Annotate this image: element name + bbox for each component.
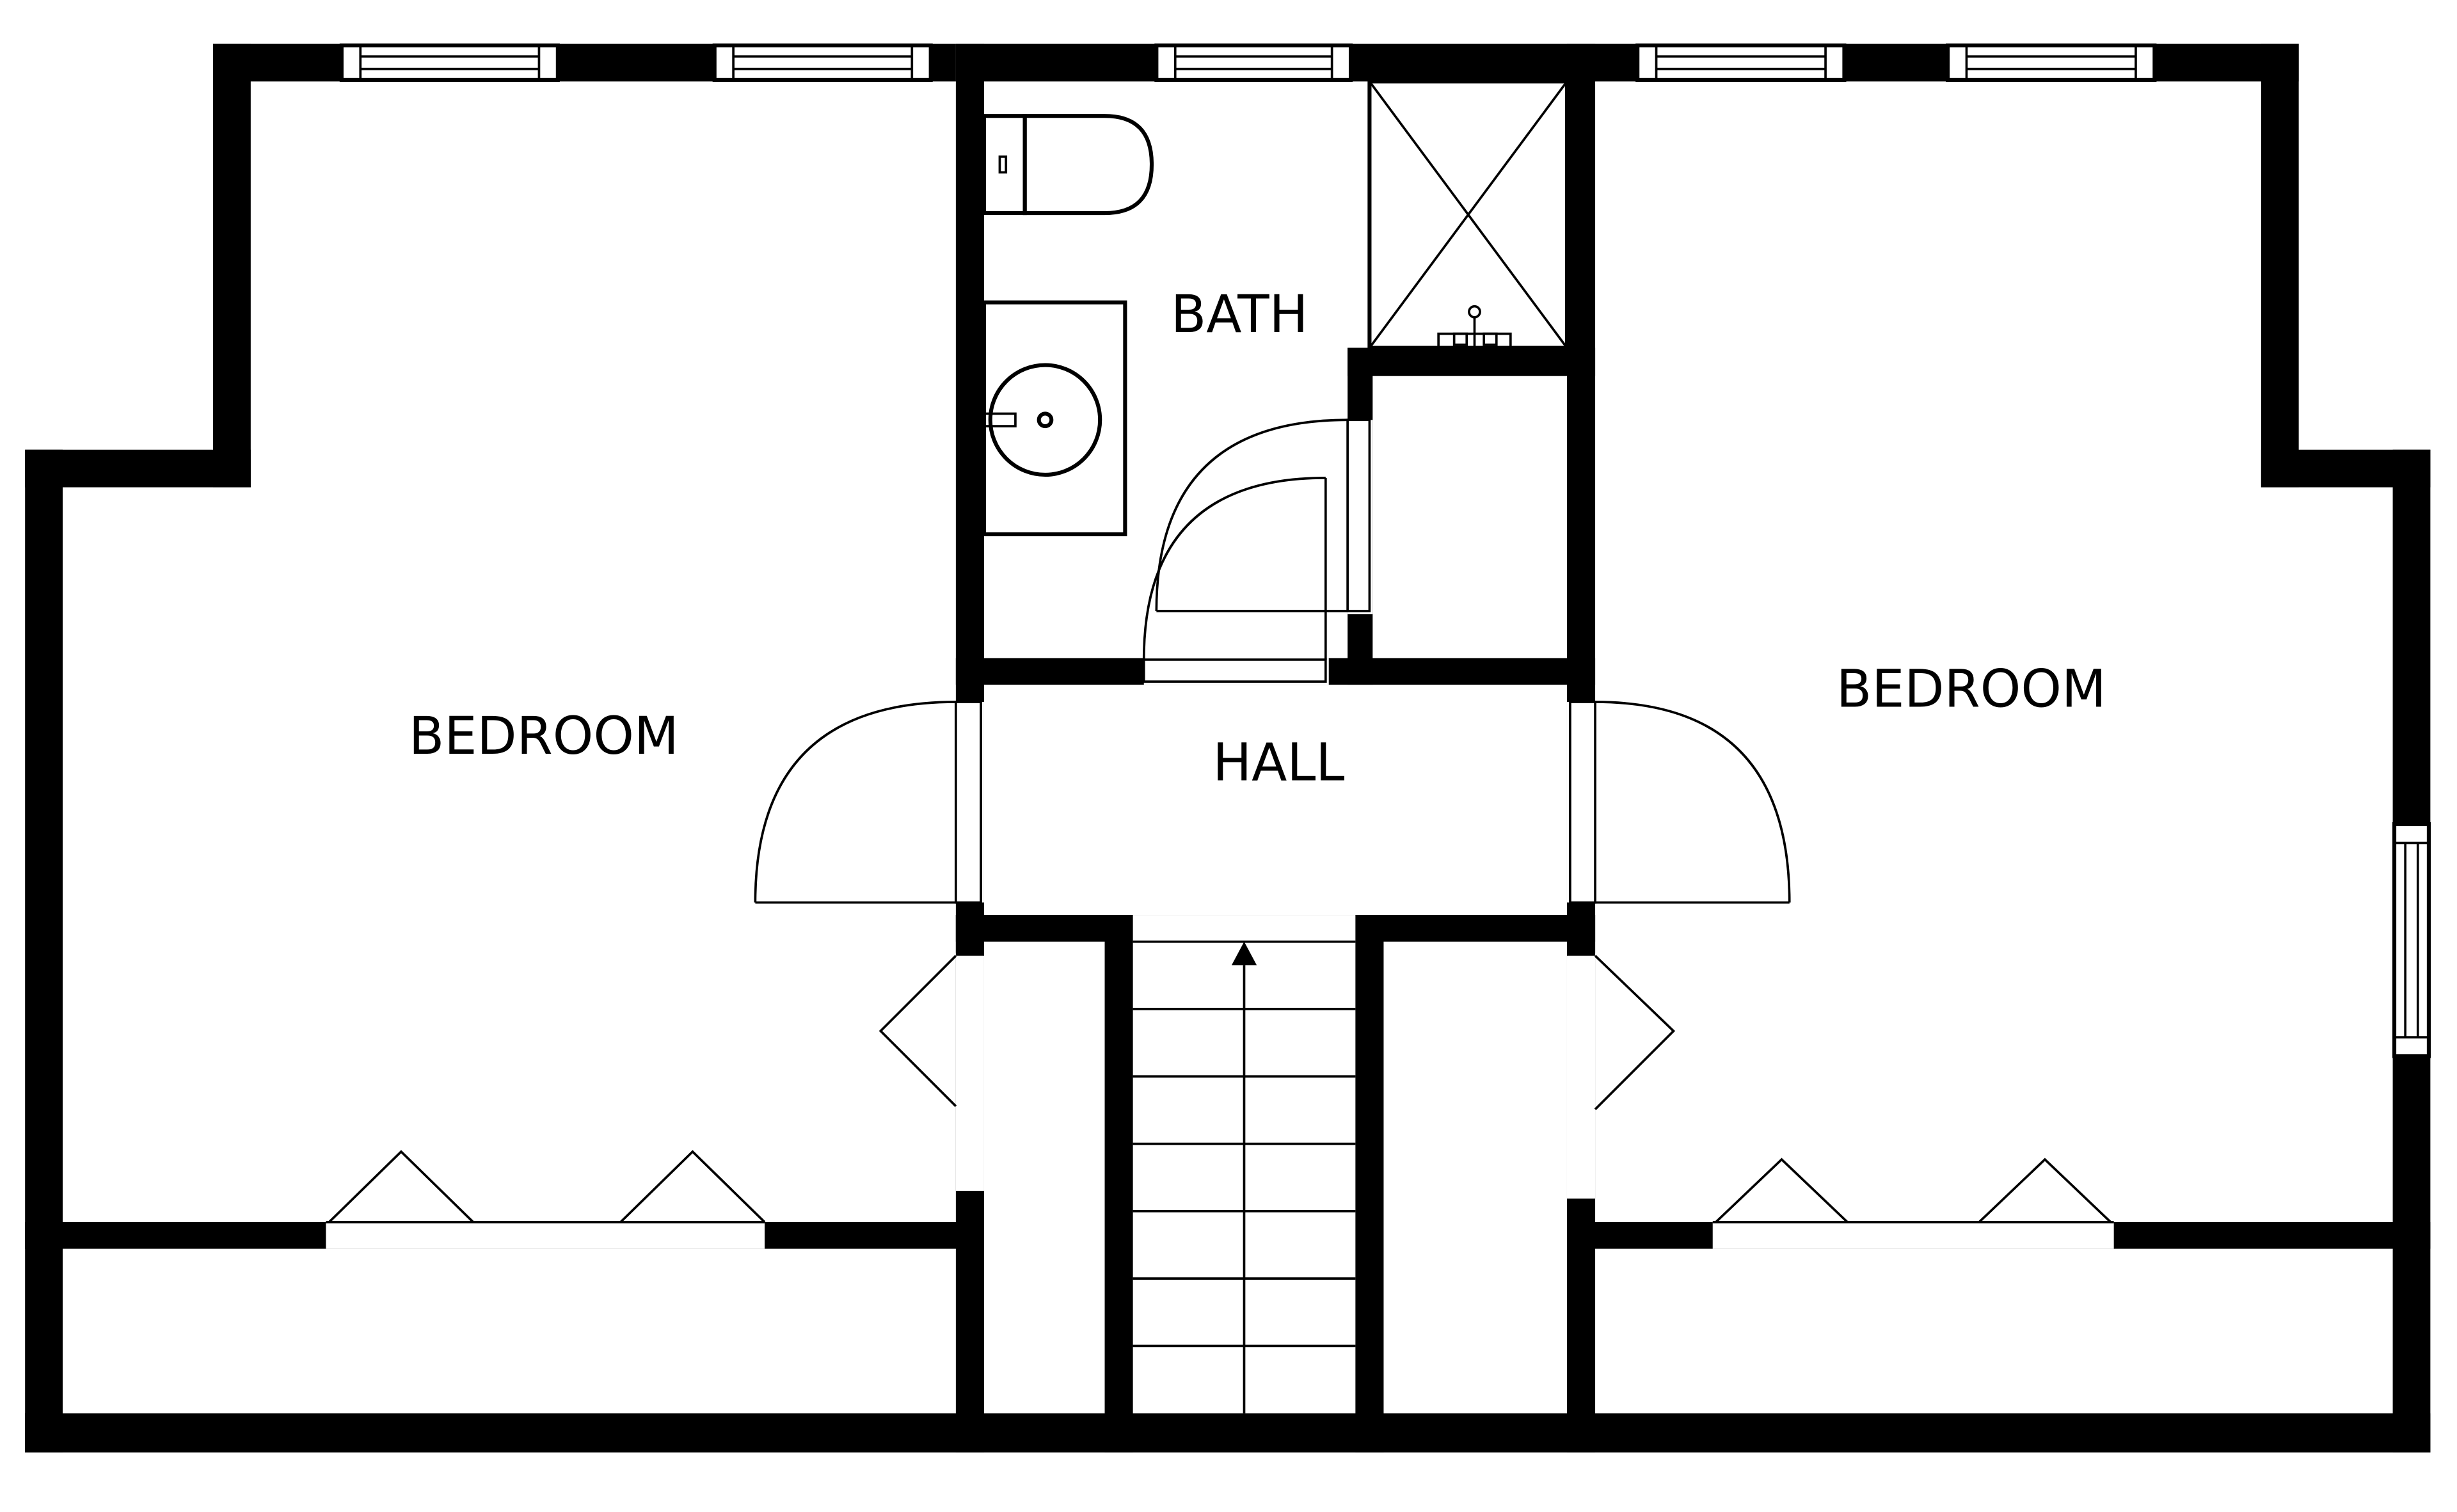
wall-bottom <box>25 1413 2431 1452</box>
bifold-door-closet-right[interactable] <box>1712 1158 2114 1223</box>
wall-shower-bottom <box>1348 347 1596 376</box>
window-top-2 <box>712 43 933 82</box>
door-bath[interactable] <box>1142 477 1327 683</box>
bath-fixtures <box>982 79 1570 537</box>
windows <box>339 43 2431 1058</box>
doors <box>326 418 2114 1223</box>
room-label-hall: HALL <box>1213 733 1344 793</box>
window-right <box>2392 822 2431 1058</box>
bifold-door-closet-left[interactable] <box>326 1150 766 1223</box>
room-label-bath: BATH <box>1171 285 1308 345</box>
stairs <box>1133 940 1356 1413</box>
stair-direction-arrow-icon <box>1231 941 1257 1413</box>
window-top-bath <box>1154 43 1353 82</box>
room-label-bedroom-right: BEDROOM <box>1836 659 2106 719</box>
toilet-icon <box>982 114 1154 216</box>
wall-left <box>25 449 63 1452</box>
window-top-1 <box>339 43 560 82</box>
door-closet-bath[interactable] <box>1155 418 1371 612</box>
room-labels: BEDROOM BATH HALL BEDROOM <box>409 285 2106 793</box>
shower-icon <box>1367 79 1570 350</box>
openings <box>326 44 2431 1249</box>
door-bedroom-left[interactable] <box>754 701 982 904</box>
window-top-4 <box>1946 43 2157 82</box>
room-label-bedroom-left: BEDROOM <box>409 706 679 767</box>
wall-right-upper <box>2261 44 2299 488</box>
door-closet-left-small[interactable] <box>879 955 957 1108</box>
wall-stair-left <box>1104 915 1133 1452</box>
door-closet-right-small[interactable] <box>1594 955 1676 1110</box>
window-top-3 <box>1635 43 1847 82</box>
wall-stair-right <box>1355 915 1384 1452</box>
door-bedroom-right[interactable] <box>1569 701 1791 904</box>
wall-left-upper <box>213 44 251 488</box>
sink-icon <box>982 300 1127 537</box>
